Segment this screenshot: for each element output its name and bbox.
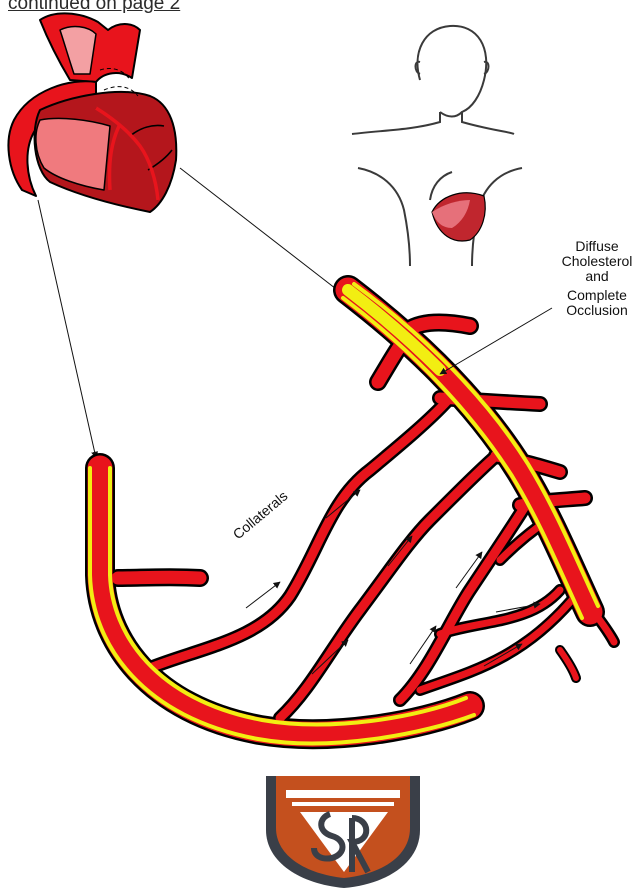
occlusion-label-line: Diffuse xyxy=(575,238,619,254)
human-silhouette xyxy=(352,26,522,266)
university-logo xyxy=(266,776,420,888)
artery-tree xyxy=(90,284,614,743)
occlusion-label-line: Complete xyxy=(567,287,627,303)
heart-illustration xyxy=(8,13,176,212)
occlusion-label-line: Occlusion xyxy=(566,302,627,318)
pointer-line-rca xyxy=(38,200,96,458)
occlusion-label-line: and xyxy=(585,268,608,284)
heart-in-chest xyxy=(432,193,485,241)
occlusion-label-line: Cholesterol xyxy=(562,253,633,269)
collaterals-label: Collaterals xyxy=(230,488,291,543)
pointer-line-lad xyxy=(180,168,340,292)
occlusion-label: Diffuse Cholesterol and Complete Occlusi… xyxy=(562,238,633,318)
collateral-flow-arrows xyxy=(246,490,540,674)
